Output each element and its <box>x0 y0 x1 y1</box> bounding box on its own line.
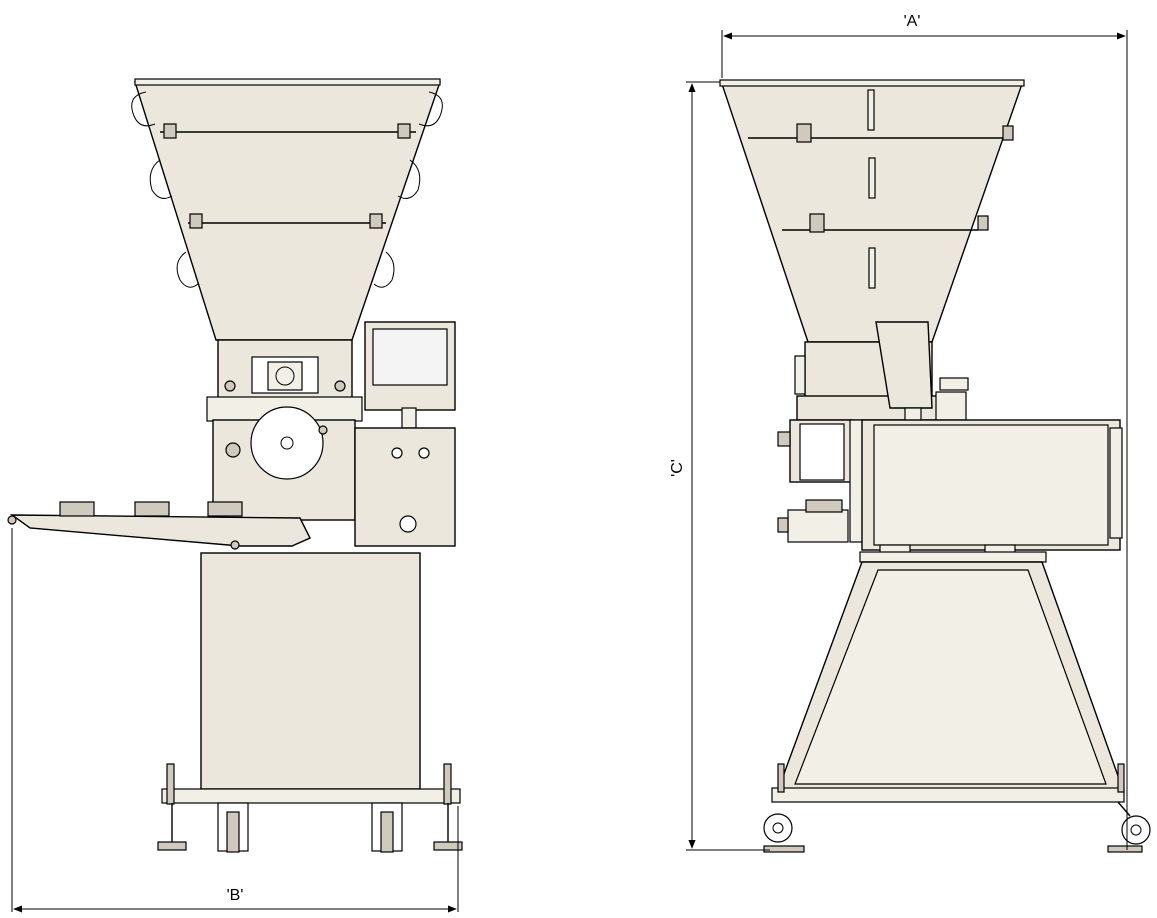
side-view <box>719 79 1151 853</box>
dimension-a-label: 'A' <box>904 13 921 30</box>
dimension-b-label: 'B' <box>227 887 244 904</box>
side-wheel-right <box>1121 815 1151 845</box>
front-conveyor <box>7 501 311 550</box>
control-screen <box>372 328 448 386</box>
side-wheel-left <box>763 813 793 843</box>
dimension-b: 'B' <box>11 528 459 913</box>
dimension-c-label: 'C' <box>669 459 686 477</box>
front-stand <box>157 552 463 853</box>
side-hopper <box>719 79 1025 343</box>
dimension-a: 'A' <box>721 13 1128 850</box>
front-control-panel <box>354 321 456 547</box>
front-drive-wheel <box>250 406 324 480</box>
hopper-clamp-group <box>163 123 411 229</box>
dimension-c: 'C' <box>669 81 770 851</box>
front-view <box>7 78 463 853</box>
front-hopper <box>131 78 443 341</box>
front-head <box>206 339 363 521</box>
side-head <box>777 321 969 543</box>
side-stand <box>763 551 1151 853</box>
side-cabinet <box>861 419 1123 554</box>
